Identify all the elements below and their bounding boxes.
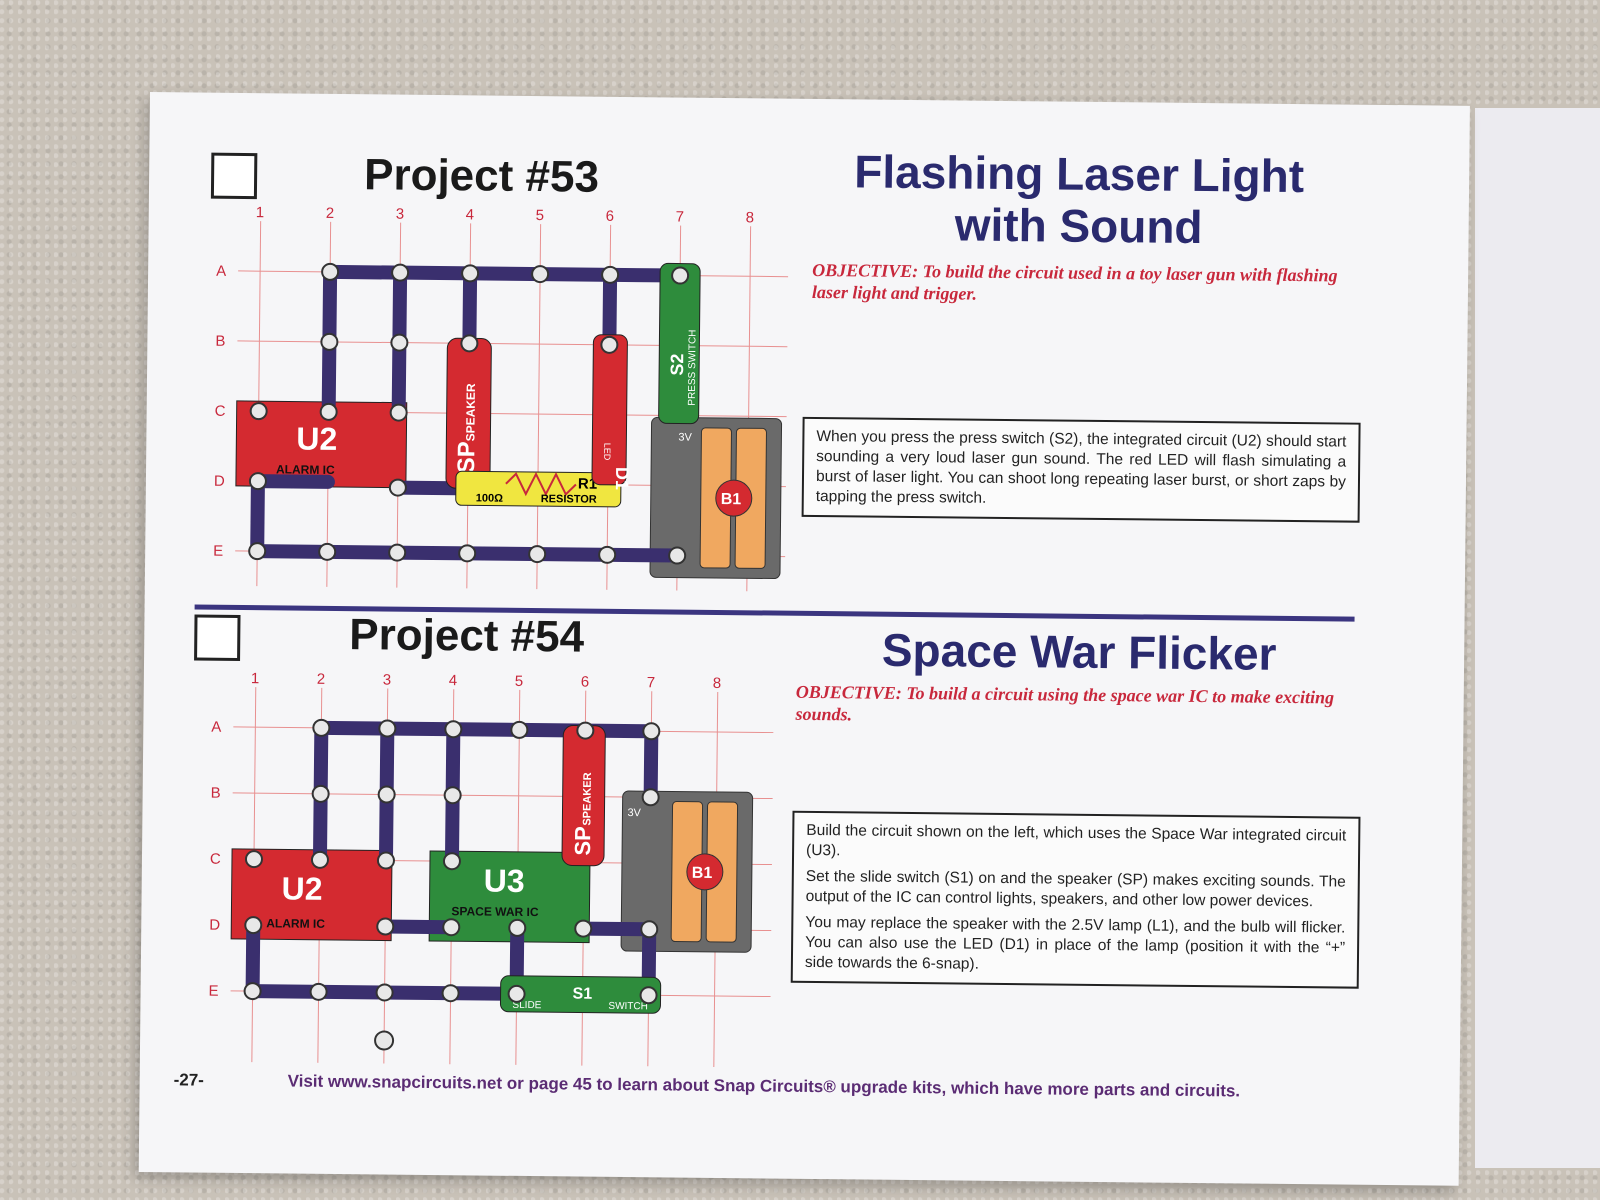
project53-description: When you press the press switch (S2), th… <box>801 416 1361 523</box>
battery-voltage: 3V <box>627 807 641 819</box>
project54-description-p1: Build the circuit shown on the left, whi… <box>806 821 1347 860</box>
led <box>591 334 628 486</box>
grid-col-3: 3 <box>396 206 405 223</box>
project54-objective: OBJECTIVE: To build a circuit using the … <box>795 681 1335 725</box>
next-page-edge <box>1475 108 1600 1168</box>
grid-col-8: 8 <box>713 675 722 692</box>
project54-description-p2: Set the slide switch (S1) on and the spe… <box>805 867 1346 911</box>
slide-switch <box>499 975 662 1014</box>
project53-title-line1: Flashing Laser Light <box>854 145 1305 203</box>
press-switch-sublabel: PRESS SWITCH <box>687 330 699 406</box>
project54-title: Space War Flicker <box>881 623 1277 680</box>
grid-col-4: 4 <box>466 206 475 223</box>
resistor-sublabel: RESISTOR <box>541 493 597 506</box>
grid-row-d: D <box>209 917 220 934</box>
project53-label: Project #53 <box>363 150 600 202</box>
snap-points <box>248 262 690 565</box>
project53-title-line2: with Sound <box>954 198 1203 254</box>
project54-checkbox[interactable] <box>194 614 241 661</box>
grid-row-c: C <box>210 851 221 868</box>
project54-description-p3: You may replace the speaker with the 2.5… <box>804 913 1346 973</box>
grid-col-2: 2 <box>317 671 326 688</box>
grid-col-2: 2 <box>326 205 335 222</box>
grid-col-7: 7 <box>676 209 685 226</box>
speaker-label: SP <box>570 826 595 856</box>
grid-col-6: 6 <box>606 208 615 225</box>
grid-row-d: D <box>214 473 225 490</box>
u2-sublabel: ALARM IC <box>266 916 325 931</box>
led-label: D1 <box>612 467 632 490</box>
project53-checkbox[interactable] <box>210 152 258 200</box>
speaker-label: SP <box>453 441 480 473</box>
manual-page: Project #53 Flashing Laser Light with So… <box>138 92 1470 1186</box>
resistor <box>455 470 622 508</box>
project53-circuit-diagram: 1 2 3 4 5 6 7 8 A B C D E B1 3V U2 ALARM… <box>213 204 789 592</box>
u2-label: U2 <box>296 421 337 457</box>
project54-description: Build the circuit shown on the left, whi… <box>790 810 1361 989</box>
u2-alarm-ic <box>230 848 393 942</box>
press-switch-label: S2 <box>667 353 687 375</box>
grid-col-3: 3 <box>383 671 392 688</box>
project53-objective: OBJECTIVE: To build the circuit used in … <box>811 259 1338 304</box>
grid-col-8: 8 <box>746 209 755 226</box>
grid-col-4: 4 <box>449 672 458 689</box>
grid-row-b: B <box>211 785 221 802</box>
grid-col-6: 6 <box>581 674 590 691</box>
battery-label: B1 <box>692 865 713 882</box>
grid-col-5: 5 <box>515 673 524 690</box>
grid-row-a: A <box>216 263 226 280</box>
project54-circuit-diagram: 1 2 3 4 5 6 7 8 A B C D E B1 3V U2 ALARM… <box>208 670 774 1067</box>
grid-row-e: E <box>213 543 223 560</box>
grid-row-b: B <box>215 333 225 350</box>
speaker-sublabel: SPEAKER <box>581 772 594 825</box>
battery-label: B1 <box>721 491 742 508</box>
grid-row-e: E <box>208 983 218 1000</box>
grid-col-5: 5 <box>536 207 545 224</box>
grid-row-c: C <box>215 403 226 420</box>
grid-row-a: A <box>211 719 221 736</box>
battery-voltage: 3V <box>678 432 692 444</box>
grid-col-7: 7 <box>647 674 656 691</box>
page-number: -27- <box>173 1070 204 1090</box>
press-switch <box>658 262 701 425</box>
speaker-sublabel: SPEAKER <box>463 383 478 441</box>
u2-sublabel: ALARM IC <box>276 462 335 477</box>
grid-col-1: 1 <box>251 670 260 687</box>
grid-col-1: 1 <box>256 204 265 221</box>
slide-switch-slide-label: SLIDE <box>512 1000 541 1011</box>
footer-text: Visit www.snapcircuits.net or page 45 to… <box>287 1071 1241 1101</box>
slide-switch-sublabel: SWITCH <box>608 1001 648 1012</box>
u3-sublabel: SPACE WAR IC <box>451 904 539 919</box>
project53-title: Flashing Laser Light with Sound <box>818 145 1339 254</box>
u3-label: U3 <box>484 863 525 899</box>
u2-label: U2 <box>281 870 322 906</box>
resistor-value: 100Ω <box>476 492 503 504</box>
u3-space-war-ic <box>428 850 591 944</box>
project54-label: Project #54 <box>349 610 585 662</box>
led-sublabel: LED <box>602 443 612 461</box>
slide-switch-label: S1 <box>572 985 592 1002</box>
snap-points <box>243 718 661 1051</box>
